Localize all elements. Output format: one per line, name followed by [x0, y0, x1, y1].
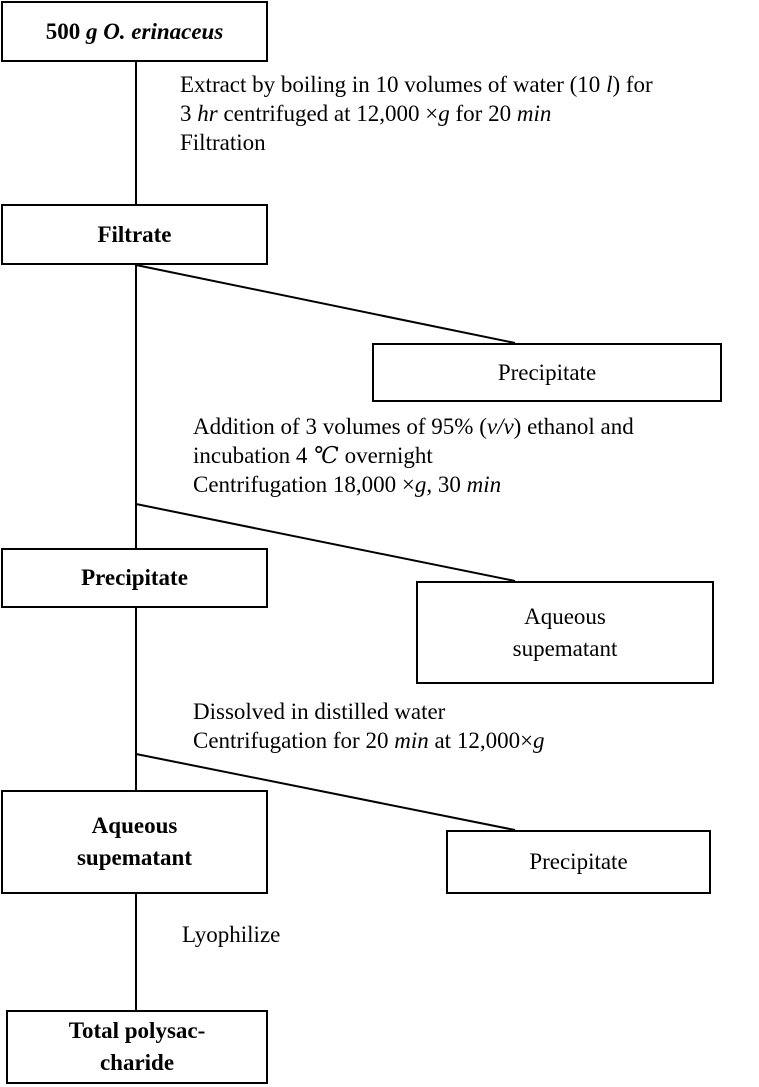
aqueous-main-line1: Aqueous: [91, 813, 178, 838]
total-line2: charide: [99, 1050, 175, 1075]
step-4-line-1: Lyophilize: [182, 922, 281, 947]
step-2-line-3: Centrifugation 18,000 ×g, 30 min: [193, 472, 502, 497]
box-precipitate-main: Precipitate: [1, 548, 268, 608]
step-2-annotation: Addition of 3 volumes of 95% (v/v) ethan…: [193, 412, 634, 499]
step-2-line-1: Addition of 3 volumes of 95% (v/v) ethan…: [193, 414, 634, 439]
branch-to-precipitate-2: [135, 753, 516, 831]
step-3-line-1: Dissolved in distilled water: [193, 699, 446, 724]
branch-to-aqueous-side: [135, 503, 516, 582]
aqueous-side-line2: supematant: [512, 635, 618, 661]
precipitate-side-1-label: Precipitate: [497, 359, 597, 385]
step-1-annotation: Extract by boiling in 10 volumes of wate…: [180, 70, 653, 157]
step-1-line-2: 3 hr centrifuged at 12,000 ×g for 20 min: [180, 101, 552, 126]
box-aqueous-side: Aqueous supematant: [416, 581, 714, 684]
box-total-polysaccharide: Total polysac- charide: [6, 1010, 268, 1084]
aqueous-main-line2: supematant: [76, 845, 192, 870]
precipitate-side-2-label: Precipitate: [529, 849, 628, 874]
step-2-line-2: incubation 4 ℃ overnight: [193, 443, 433, 468]
total-line1: Total polysac-: [68, 1018, 206, 1043]
step-4-annotation: Lyophilize: [182, 920, 280, 949]
box-aqueous-main: Aqueous supematant: [1, 790, 268, 894]
box-precipitate-side-2: Precipitate: [446, 830, 711, 894]
precipitate-main-label: Precipitate: [81, 565, 188, 590]
branch-to-precipitate-1: [135, 264, 516, 344]
start-material-label: 500 g O. erinaceus: [45, 18, 224, 44]
aqueous-side-line1: Aqueous: [524, 603, 606, 629]
step-3-annotation: Dissolved in distilled water Centrifugat…: [193, 697, 545, 755]
box-filtrate: Filtrate: [1, 204, 268, 265]
filtrate-label: Filtrate: [97, 221, 172, 247]
box-start-material: 500 g O. erinaceus: [1, 1, 268, 62]
step-1-line-1: Extract by boiling in 10 volumes of wate…: [180, 72, 653, 97]
step-1-line-3: Filtration: [180, 130, 266, 155]
box-precipitate-side-1: Precipitate: [372, 343, 722, 402]
step-3-line-2: Centrifugation for 20 min at 12,000×g: [193, 728, 545, 753]
